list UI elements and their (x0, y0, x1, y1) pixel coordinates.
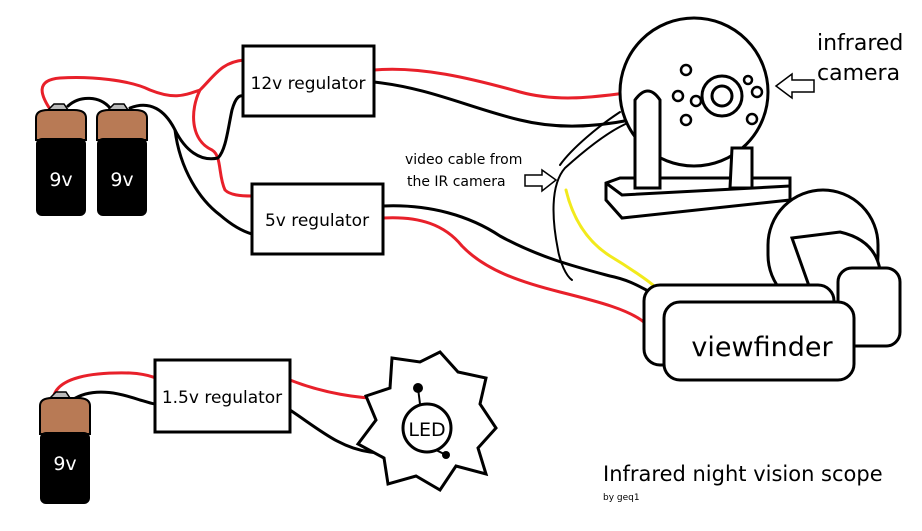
regulator-5v-box (250, 182, 385, 256)
red-wire-12v-camera (372, 67, 628, 100)
red-wire-5v-feed (192, 88, 254, 198)
camera-pointer-arrow (774, 72, 815, 100)
battery-1-label: 9v (49, 169, 72, 191)
battery-3-top (39, 397, 91, 435)
ir-led-dot (679, 113, 693, 127)
battery-1-body (36, 138, 86, 216)
led-lead-top (417, 387, 421, 405)
led-label: LED (408, 419, 445, 441)
regulator-1-5v-label: 1.5v regulator (162, 388, 282, 408)
black-wire-bat2-regs (128, 94, 246, 161)
camera-stand-arm (633, 89, 662, 190)
video-cable-outline (559, 111, 621, 166)
regulator-1-5v: 1.5v regulator (153, 358, 292, 434)
led-body (401, 402, 453, 454)
video-pointer-arrow (524, 168, 558, 193)
ir-led-dot (679, 63, 693, 77)
ir-led-dot (745, 112, 759, 126)
battery-1: 9v (35, 103, 87, 216)
regulator-1-5v-box (153, 358, 292, 434)
viewfinder-label: viewfinder (691, 332, 833, 363)
camera-ir-leds (671, 63, 764, 127)
regulator-12v: 12v regulator (241, 44, 376, 118)
black-wire-5v-ground (173, 128, 254, 236)
regulator-5v: 5v regulator (250, 182, 385, 256)
diagram-byline: by geq1 (603, 493, 640, 503)
battery-2-top (96, 109, 148, 141)
battery-3-body (40, 432, 90, 504)
battery-2-body (97, 138, 147, 216)
video-wire-yellow (564, 188, 656, 288)
ir-led-dot (742, 74, 754, 86)
wires (40, 58, 656, 458)
camera-label-line1: infrared (817, 31, 903, 56)
black-wire-bat-link (66, 96, 112, 110)
battery-3: 9v (39, 391, 91, 504)
led-board: LED (355, 350, 498, 493)
black-wire-12v-camera (372, 80, 632, 128)
viewfinder-body (662, 300, 856, 382)
diagram-title: Infrared night vision scope (603, 462, 883, 486)
red-wire-bat3-15v (52, 371, 158, 397)
black-wire-5v-viewfinder (381, 204, 652, 294)
camera-stand-right (728, 146, 754, 190)
ir-led-dot (750, 85, 764, 99)
video-note-line1: video cable from (405, 152, 522, 168)
camera-label-line2: camera (817, 61, 900, 86)
battery-2-label: 9v (110, 169, 133, 191)
led-lead-bottom (435, 449, 447, 456)
video-note-line2: the IR camera (407, 174, 506, 190)
red-wire-5v-viewfinder (381, 216, 647, 325)
battery-1-top (35, 109, 87, 141)
black-wire-bat3-15v (70, 390, 158, 406)
viewfinder-unit (642, 188, 902, 382)
camera-lens-inner (710, 84, 734, 108)
video-cable-black (552, 121, 631, 281)
battery-3-label: 9v (53, 453, 76, 475)
regulator-12v-label: 12v regulator (251, 74, 366, 94)
battery-2: 9v (96, 103, 148, 216)
red-wire-bat1-12v (40, 58, 246, 114)
regulator-12v-box (241, 44, 376, 118)
regulator-5v-label: 5v regulator (265, 211, 369, 231)
ir-led-dot (671, 89, 685, 103)
ir-led-dot (689, 94, 703, 108)
infrared-camera (604, 16, 792, 220)
